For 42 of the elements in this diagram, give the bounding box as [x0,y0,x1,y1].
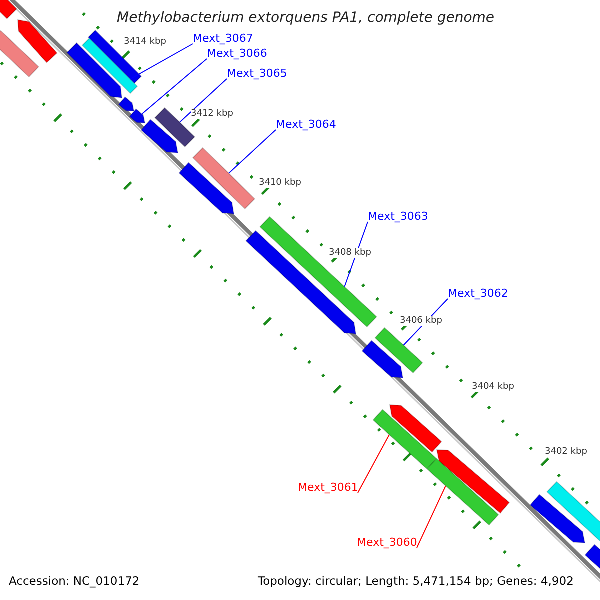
scale-label: 3404 kbp [472,382,514,392]
leader-line [228,130,276,174]
gene-label: Mext_3062 [448,288,508,301]
gene-feature [374,327,424,374]
scale-label: 3406 kbp [400,316,442,326]
gene-feature-pointed [530,494,586,544]
gene-feature-pointed [118,96,135,112]
gene-label: Mext_3065 [227,68,288,81]
scale-label: 3408 kbp [329,248,372,258]
gene-label: Mext_3066 [207,48,268,61]
leader-line [142,58,208,115]
footer-text: Topology: circular; Length: 5,471,154 bp; Genes: 4,902 [258,575,574,588]
gene-feature-pointed [0,0,18,20]
gene-feature [426,458,500,526]
scale-label: 3410 kbp [259,178,302,188]
gene-feature-pointed [246,230,357,335]
gene-feature-pointed [362,340,404,379]
gene-feature [372,409,438,470]
gene-feature-pointed [436,449,510,514]
gene-feature [546,481,600,543]
gene-label: Mext_3061 [298,482,358,495]
gene-feature-pointed [389,404,442,453]
scale-label: 3414 kbp [124,37,166,48]
gene-feature-pointed [178,162,235,215]
gene-feature-pointed [140,119,179,154]
gene-feature-pointed [584,544,600,571]
gene-feature-pointed [66,42,123,99]
scale-label: 3412 kbp [191,109,234,120]
title: Methylobacterium extorquens PA1, complete genome [117,10,495,26]
leader-line [179,78,228,123]
gene-feature-pointed [129,108,146,124]
leader-line [130,44,194,80]
scale-label: 3402 kbp [545,447,588,458]
leader-line [358,434,390,494]
gene-label: Mext_3060 [357,537,418,550]
gene-feature [192,147,256,210]
gene-label: Mext_3067 [193,33,254,46]
gene-feature-pointed [17,19,58,64]
footer-text: Accession: NC_010172 [9,575,140,588]
gene-label: Mext_3064 [276,119,336,132]
gene-feature [0,30,40,78]
gene-label: Mext_3063 [368,211,428,224]
